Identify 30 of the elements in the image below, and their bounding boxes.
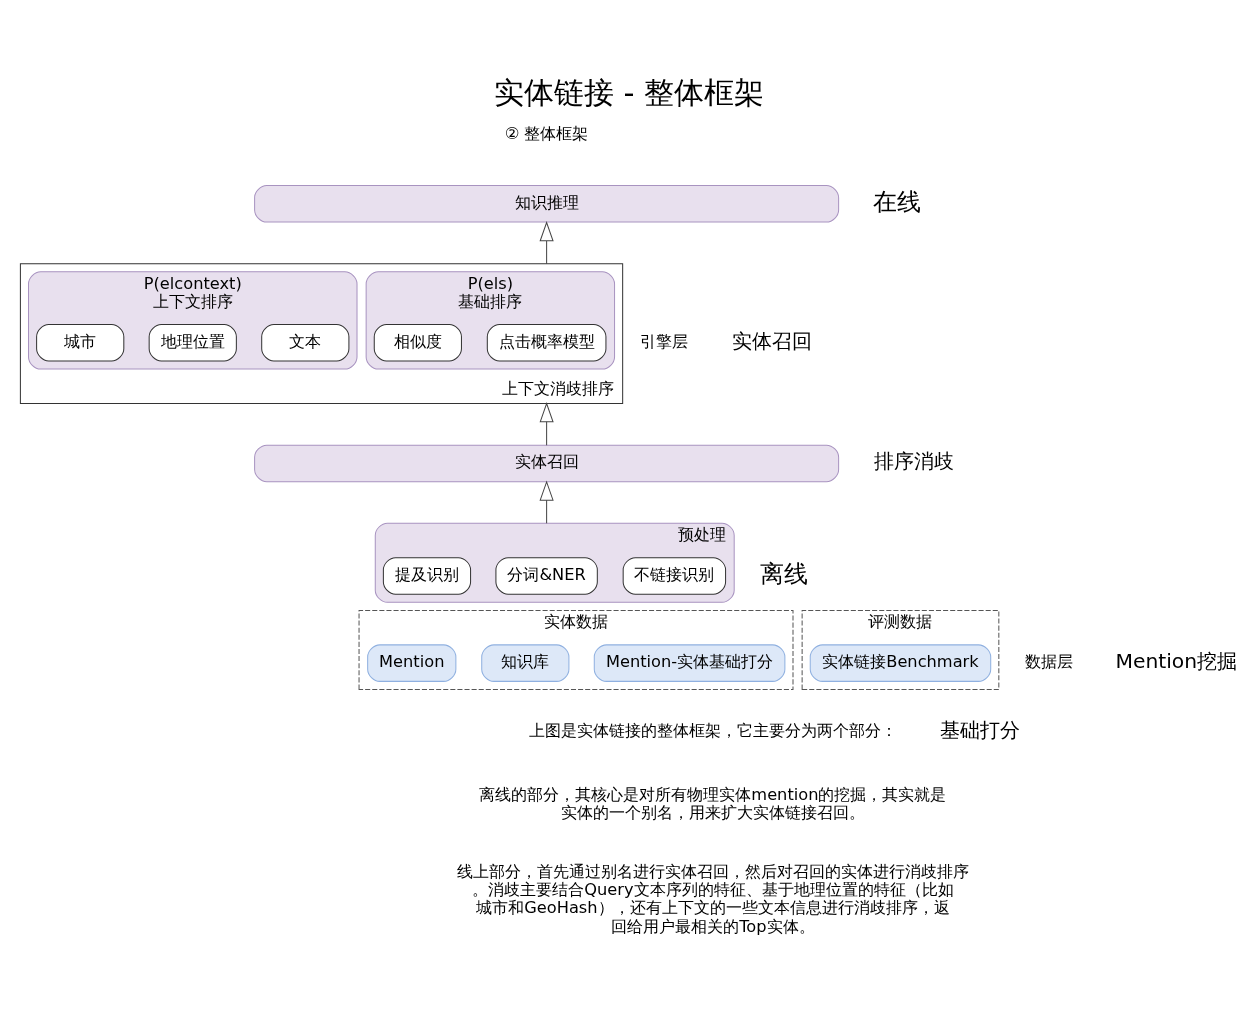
node-box: 实体链接Benchmark (809, 644, 992, 682)
node-box: 不链接识别 (622, 557, 727, 595)
label: Mention挖掘 (1115, 649, 1238, 674)
node-box: 点击概率模型 (486, 323, 607, 362)
label: 上图是实体链接的整体框架，它主要分为两个部分： (528, 720, 897, 740)
node-box: 知识推理 (254, 185, 840, 223)
node-box: 文本 (261, 323, 350, 362)
node-box: 知识库 (481, 644, 570, 682)
node-box: Mention-实体基础打分 (593, 644, 786, 682)
label: 离线的部分，其核心是对所有物理实体mention的挖掘，其实就是实体的一个别名，用来扩大实体链接召回。 (479, 784, 947, 823)
node-box: 分词&NER (495, 557, 598, 595)
label: 基础打分 (939, 718, 1020, 743)
label: 排序消歧 (873, 449, 954, 474)
node-box: 地理位置 (148, 323, 237, 362)
label: 实体召回 (731, 328, 812, 353)
node-box: 实体召回 (254, 444, 840, 483)
node-box: 城市 (36, 323, 125, 362)
label: 引擎层 (640, 331, 689, 351)
node-box: 相似度 (373, 323, 462, 362)
label: 线上部分，首先通过别名进行实体召回，然后对召回的实体进行消歧排序。消歧主要结合Query文本序列的特征、基于地理位置的特征（比如城市和GeoHash），还有上下文的一些文本信息进行消歧排序，返回给用户最相关的Top实体。 (456, 861, 969, 936)
label: 在线 (873, 187, 922, 217)
arrow (539, 220, 554, 265)
node-box: Mention (367, 644, 457, 682)
diagram-title: 实体链接 - 整体框架 (493, 75, 765, 111)
node-box: 提及识别 (382, 557, 472, 595)
label: ② 整体框架 (504, 123, 589, 143)
label: 数据层 (1024, 651, 1073, 671)
arrow (539, 402, 554, 446)
arrow (539, 480, 554, 524)
label: 离线 (759, 559, 808, 589)
